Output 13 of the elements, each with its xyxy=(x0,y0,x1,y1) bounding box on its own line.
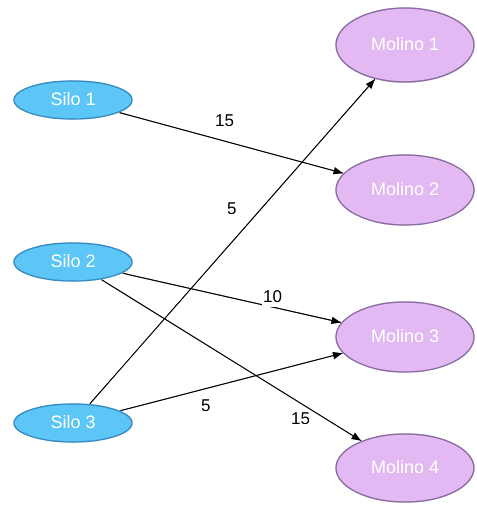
arrow xyxy=(89,78,376,404)
node-label: Silo 1 xyxy=(50,89,96,111)
arrow xyxy=(122,272,342,324)
node-label: Molino 2 xyxy=(370,179,440,201)
arrow xyxy=(101,279,362,442)
edge-label: 10 xyxy=(262,288,283,307)
node-label: Silo 2 xyxy=(50,251,96,273)
node-label: Molino 1 xyxy=(370,34,440,56)
node-label: Molino 3 xyxy=(370,326,440,348)
arrow xyxy=(120,352,343,412)
node-label: Silo 3 xyxy=(50,412,96,434)
arrow xyxy=(119,112,344,174)
node-label: Molino 4 xyxy=(370,457,440,479)
